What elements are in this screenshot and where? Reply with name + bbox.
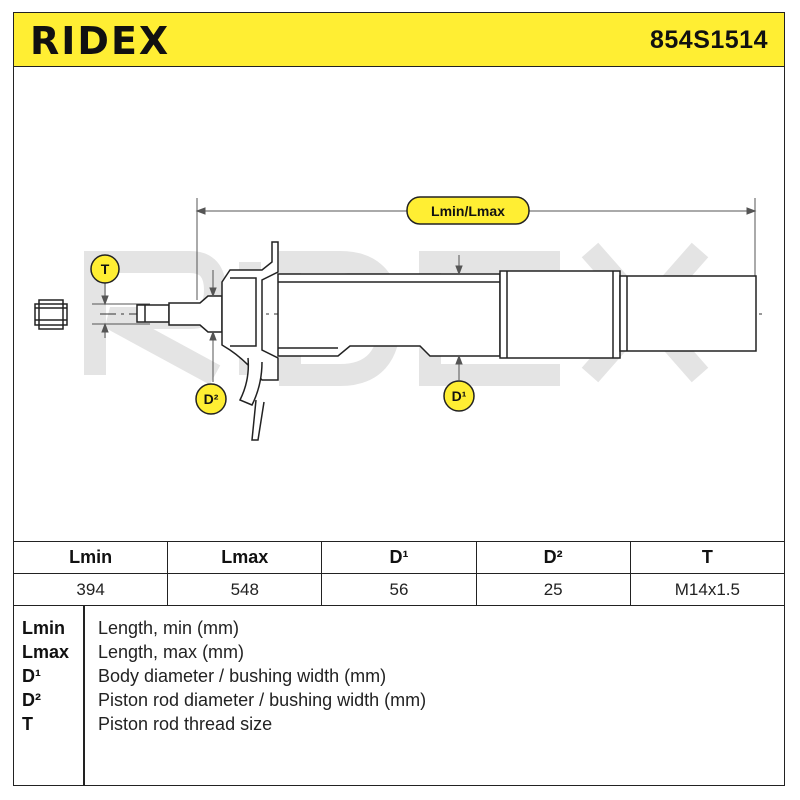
thread-dimension [92, 282, 150, 338]
legend-desc: Length, max (mm) [98, 642, 245, 662]
header-d2: D² [475, 541, 631, 574]
legend-key: D² [22, 690, 41, 710]
header-bar: RIDEX 854S1514 [13, 12, 785, 67]
header-t: T [629, 541, 786, 574]
length-badge-label: Lmin/Lmax [431, 203, 505, 219]
spring-seat [221, 241, 279, 441]
thread-badge-label: T [101, 261, 110, 277]
shock-absorber-drawing: Lmin/Lmax T D² [34, 196, 765, 441]
value-lmin: 394 [12, 573, 169, 606]
legend-desc: Piston rod thread size [98, 714, 273, 734]
piston-rod [136, 295, 223, 333]
legend-key: Lmax [22, 642, 70, 662]
value-d2: 25 [475, 573, 631, 606]
value-t: M14x1.5 [629, 573, 786, 606]
thread-badge: T [90, 254, 120, 284]
legend-row: D² Piston rod diameter / bushing width (… [13, 690, 785, 714]
spec-value-row: 394 548 56 25 M14x1.5 [12, 573, 786, 606]
legend-desc: Length, min (mm) [98, 618, 240, 638]
legend-key: T [22, 714, 33, 734]
legend-row: Lmax Length, max (mm) [13, 642, 785, 666]
length-badge: Lmin/Lmax [406, 196, 530, 225]
legend-desc: Body diameter / bushing width (mm) [98, 666, 387, 686]
header-lmax: Lmax [167, 541, 323, 574]
rod-badge: D² [195, 383, 227, 415]
legend-row: T Piston rod thread size [13, 714, 785, 738]
value-lmax: 548 [167, 573, 323, 606]
value-d1: 56 [321, 573, 477, 606]
spec-header-row: Lmin Lmax D¹ D² T [12, 541, 786, 574]
legend-divider [83, 606, 85, 786]
nut [34, 299, 68, 330]
header-lmin: Lmin [12, 541, 169, 574]
legend-key: D¹ [22, 666, 41, 686]
body-dimension [455, 255, 463, 380]
body-badge-label: D¹ [452, 388, 467, 404]
legend-desc: Piston rod diameter / bushing width (mm) [98, 690, 427, 710]
rod-badge-label: D² [204, 391, 219, 407]
part-number: 854S1514 [649, 26, 768, 54]
legend: Lmin Length, min (mm) Lmax Length, max (… [13, 606, 785, 786]
legend-key: Lmin [22, 618, 65, 638]
spec-table: Lmin Lmax D¹ D² T 394 548 56 25 M14x1.5 [12, 541, 786, 606]
body-badge: D¹ [443, 380, 475, 412]
header-d1: D¹ [321, 541, 477, 574]
legend-row: D¹ Body diameter / bushing width (mm) [13, 666, 785, 690]
ridex-logo: RIDEX [30, 20, 170, 60]
rod-dimension [209, 270, 217, 382]
legend-row: Lmin Length, min (mm) [13, 618, 785, 642]
shock-body [277, 270, 757, 359]
brand-logo-text: RIDEX [30, 20, 170, 60]
